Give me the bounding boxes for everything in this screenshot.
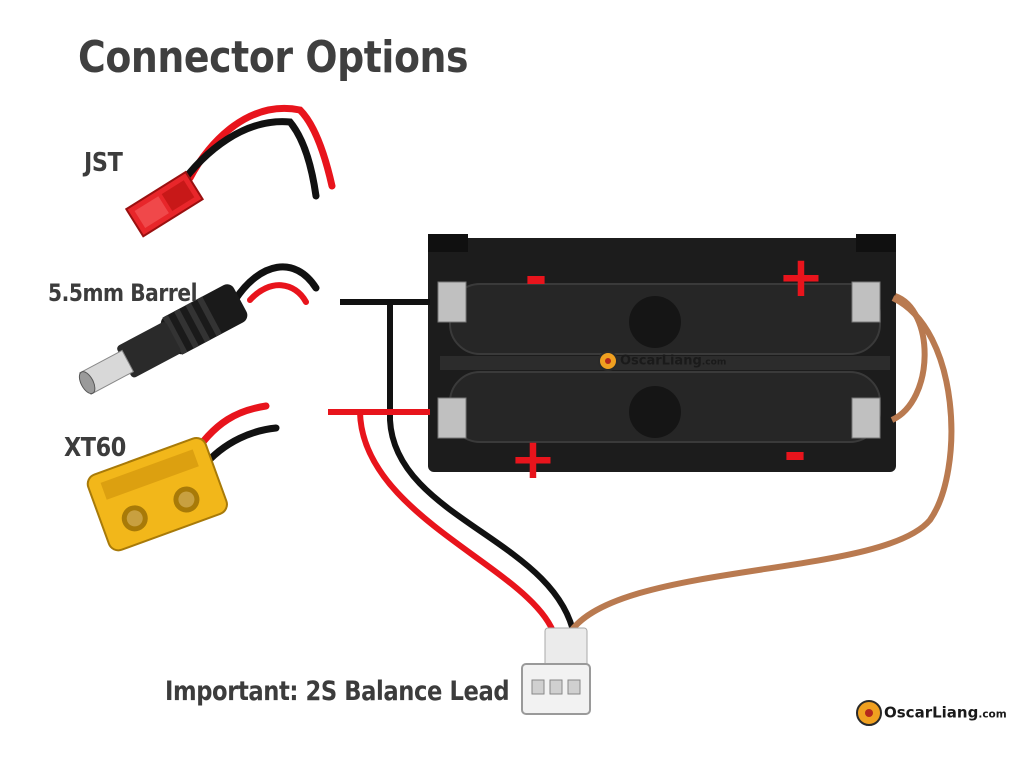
watermark-domain: .com [978, 708, 1007, 721]
watermark-name: OscarLiang [884, 703, 979, 722]
oscarliang-logo-icon [598, 351, 618, 371]
balance-plug [521, 627, 591, 715]
polarity-top-left: - [524, 245, 547, 310]
oscarliang-logo-icon [856, 700, 882, 726]
jst-label: JST [84, 148, 123, 178]
watermark-center: OscarLiang.com [598, 351, 726, 371]
polarity-bottom-left: + [510, 427, 557, 492]
balance-lead-label: Important: 2S Balance Lead [165, 676, 510, 707]
xt60-label: XT60 [64, 433, 126, 463]
watermark-name: OscarLiang [620, 353, 702, 369]
polarity-top-right: + [778, 245, 825, 310]
page-title: Connector Options [78, 32, 469, 83]
wiring [328, 293, 955, 642]
xt60-connector [86, 402, 280, 552]
battery-holder [428, 234, 896, 472]
polarity-bottom-right: - [783, 421, 806, 486]
watermark-corner: OscarLiang.com [856, 700, 1007, 726]
barrel-connector [78, 263, 320, 395]
jst-connector [124, 105, 336, 238]
watermark-domain: .com [701, 357, 727, 368]
barrel-label: 5.5mm Barrel [48, 279, 198, 307]
